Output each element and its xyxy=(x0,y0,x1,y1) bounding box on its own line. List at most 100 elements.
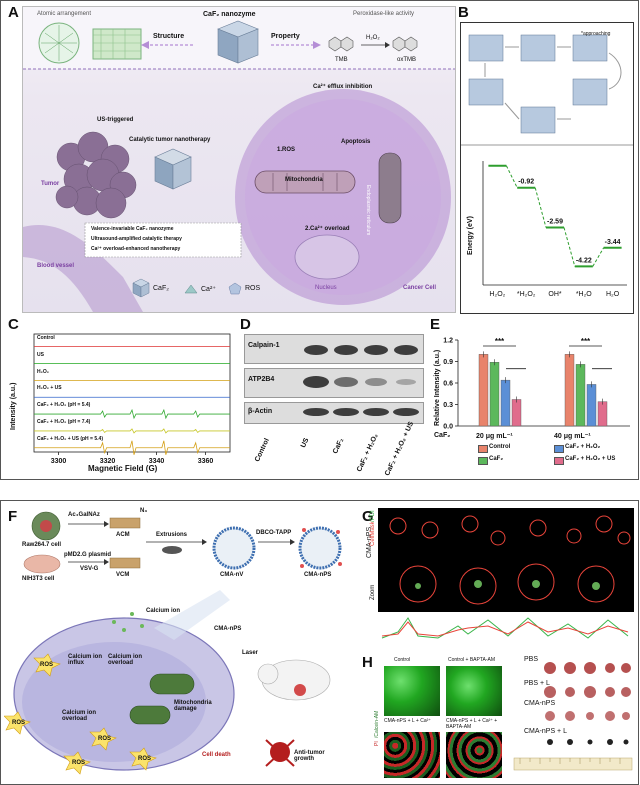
e-legend-label-2: CaF₂ + H₂O₂ xyxy=(565,444,601,450)
blood-vessel-label: Blood vessel xyxy=(37,263,75,269)
panel-a-frame: Atomic arrangement CaF₂ nanozyme Structu… xyxy=(22,6,456,313)
blot-calpain xyxy=(244,334,424,364)
atomic-arrangement-label: Atomic arrangement xyxy=(37,11,92,17)
c-xtick-label-3: 3360 xyxy=(198,458,214,465)
i-row-cma-l: CMA-nPS + L xyxy=(524,728,567,735)
ac4galnaz-label: Ac₄GalNAz xyxy=(68,512,100,518)
structure-label: Structure xyxy=(153,33,185,40)
apoptosis-label: Apoptosis xyxy=(341,139,371,145)
mitochondria-label: Mitochondria xyxy=(285,177,323,183)
panel-h-frame: Control Control + BAPTA-AM CMA-nPS + L +… xyxy=(374,656,506,780)
overload2-label: Calcium ion overload xyxy=(62,710,97,722)
ros-label-1: ROS xyxy=(40,662,54,668)
bullet-3: Ca²⁺ overload-enhanced nanotherapy xyxy=(91,246,181,252)
panel-d-frame: Calpain-1 ATP2B4 β-Actin Control US CaF₂… xyxy=(244,334,424,477)
nucleus-label: Nucleus xyxy=(315,285,337,291)
bullet-1: Valence-invariable CaF₂ nanozyme xyxy=(91,226,174,232)
b-connector-4 xyxy=(592,247,605,267)
influx-label: Calcium ion influx xyxy=(68,654,103,666)
e-legend-label-3: CaF₂ + H₂O₂ + US xyxy=(565,456,616,462)
overload-label: Calcium ion overload xyxy=(108,654,143,666)
tumor-label: Tumor xyxy=(41,181,60,187)
c-xtick-label-1: 3320 xyxy=(100,458,116,465)
i-row-pbs: PBS xyxy=(524,656,539,663)
c-trace-label-6: CaF₂ + H₂O₂ + US (pH = 5.4) xyxy=(37,435,103,442)
ros-label-2: ROS xyxy=(138,756,152,762)
epr-ylabel: Intensity (a.u.) xyxy=(10,382,17,430)
e-group-2: 40 μg mL⁻¹ xyxy=(554,433,591,440)
h-label-cma-ca: CMA-nPS + L + Ca²⁺ xyxy=(384,718,431,724)
e-bar-0-2 xyxy=(500,379,511,427)
property-label: Property xyxy=(271,33,300,40)
blot-atp2b4 xyxy=(244,368,424,398)
acm-label: ACM xyxy=(116,532,130,538)
raw-cell-label: Raw264.7 cell xyxy=(22,542,62,548)
h-img-4 xyxy=(446,732,502,778)
h-label-control: Control xyxy=(394,657,411,663)
h-img-2 xyxy=(446,666,502,716)
epr-xlabel: Magnetic Field (G) xyxy=(88,464,158,473)
panel-f-frame: Raw264.7 cell Ac₄GalNAz N₃ ACM Extrusion… xyxy=(4,504,358,780)
cancer-cell-label: Cancer Cell xyxy=(403,285,437,291)
i-row-cma: CMA-nPS xyxy=(524,700,556,707)
e-bar-1-1 xyxy=(575,364,586,427)
bullet-2: Ultrasound-amplified catalytic therapy xyxy=(91,236,182,242)
panel-a-letter: A xyxy=(8,4,19,21)
c-trace-label-5: CaF₂ + H₂O₂ (pH = 7.4) xyxy=(37,419,91,426)
us-triggered-label: US-triggered xyxy=(97,117,134,123)
h-label-control-bapta: Control + BAPTA-AM xyxy=(448,657,496,663)
panel-h-letter: H xyxy=(362,654,373,671)
c-trace-label-4: CaF₂ + H₂O₂ (pH = 5.4) xyxy=(37,402,91,409)
e-sig-0: *** xyxy=(495,337,505,346)
h-stain-1: PI xyxy=(374,741,380,746)
laser-label: Laser xyxy=(242,650,259,656)
panel-b-letter: B xyxy=(458,4,469,21)
c-trace-label-0: Control xyxy=(37,334,55,341)
e-ytick-label-4: 1.2 xyxy=(443,338,453,345)
i-row-pbs-l: PBS + L xyxy=(524,680,550,687)
legend-ca: Ca²⁺ xyxy=(201,286,216,293)
er-label: Endoplasmic reticulum xyxy=(365,185,371,236)
c-trace-5 xyxy=(34,428,230,434)
e-legend-swatch-3 xyxy=(554,457,564,465)
oxtmb-label: oxTMB xyxy=(397,57,417,63)
plasmid-label: pMD2.G plasmid xyxy=(64,552,112,558)
c-trace-label-1: US xyxy=(37,351,44,358)
c-trace-label-3: H₂O₂ + US xyxy=(37,385,62,392)
e-legend-swatch-1 xyxy=(478,457,488,465)
calcium-ion-label: Calcium ion xyxy=(146,608,181,614)
cma-nps-label: CMA-nPS xyxy=(304,572,332,578)
e-ytick-label-1: 0.3 xyxy=(443,402,453,409)
n3-label: N₃ xyxy=(140,508,148,514)
vsvg-label: VSV-G xyxy=(80,566,99,572)
cell-death-label: Cell death xyxy=(202,752,231,758)
approaching-label: *approaching xyxy=(581,31,611,37)
ca-overload-label: 2.Ca²⁺ overload xyxy=(305,226,350,232)
b-connector-3 xyxy=(563,227,576,267)
band-atp2b4: ATP2B4 xyxy=(248,376,275,383)
c-xtick-label-0: 3300 xyxy=(51,458,67,465)
b-value-label-4: -3.44 xyxy=(605,239,621,246)
ca-efflux-label: Ca²⁺ efflux inhibition xyxy=(313,84,373,90)
tumor-photos xyxy=(513,662,633,771)
e-bar-1-2 xyxy=(586,384,597,427)
extrusions-label: Extrusions xyxy=(156,532,188,538)
c-trace-4 xyxy=(34,408,230,420)
panel-e-letter: E xyxy=(430,316,441,333)
panel-g-letter: G xyxy=(362,508,374,525)
e-group-1: 20 μg mL⁻¹ xyxy=(476,433,513,440)
b-value-label-3: -4.22 xyxy=(576,257,592,264)
mito-damage-label: Mitochondria damage xyxy=(174,700,212,712)
cma-nps-2-label: CMA-nPS xyxy=(214,626,242,632)
energy-ylabel: Energy (eV) xyxy=(467,216,474,255)
confocal-images xyxy=(378,515,634,644)
ros1-label: 1.ROS xyxy=(277,147,296,153)
c-trace-label-2: H₂O₂ xyxy=(37,368,49,375)
band-calpain: Calpain-1 xyxy=(248,342,280,349)
panel-d-letter: D xyxy=(240,316,251,333)
g-zoom-label: Zoom xyxy=(370,584,376,600)
b-tick-4: H₂O xyxy=(606,291,620,298)
